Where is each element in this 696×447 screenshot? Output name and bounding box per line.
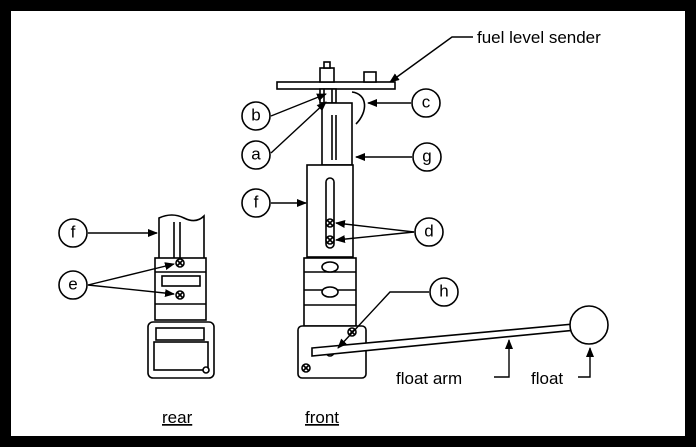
leader-d-upper <box>335 220 415 233</box>
callout-g: g <box>422 147 431 166</box>
callout-h-circle <box>429 277 459 307</box>
callout-f-rear-circle <box>58 218 88 248</box>
label-front: front <box>305 408 339 427</box>
leader-lines <box>87 36 594 378</box>
callout-b: b <box>251 106 260 125</box>
leader-d-lower <box>335 231 415 244</box>
housing-screw <box>301 363 311 373</box>
top-nut <box>319 67 335 83</box>
rear-assembly <box>147 214 215 379</box>
rear-tube <box>158 214 205 258</box>
callout-f-front-circle <box>241 188 271 218</box>
label-fuel-level-sender: fuel level sender <box>477 28 601 47</box>
callout-a: a <box>251 145 261 164</box>
callout-f-front: f <box>254 193 259 212</box>
d-screw-lower <box>325 235 335 245</box>
label-float: float <box>531 369 563 388</box>
upper-tube <box>321 102 353 166</box>
callout-d: d <box>424 222 433 241</box>
callout-g-circle <box>412 142 442 172</box>
adjust-slot <box>325 177 335 249</box>
callouts <box>58 88 459 307</box>
front-assembly <box>276 61 609 379</box>
callout-c-circle <box>411 88 441 118</box>
leader-float-arm <box>494 339 513 378</box>
terminal-nut <box>363 71 377 83</box>
callout-e-circle <box>58 270 88 300</box>
e-screw-upper <box>175 258 185 268</box>
rear-bracket <box>154 257 207 321</box>
e-screw-lower <box>175 290 185 300</box>
leader-e-upper <box>87 262 175 286</box>
sender-wire <box>351 91 366 125</box>
leader-fuel-sender <box>389 36 473 83</box>
leader-b <box>270 93 327 117</box>
label-rear: rear <box>162 408 193 427</box>
label-float-arm: float arm <box>396 369 462 388</box>
callout-d-circle <box>414 217 444 247</box>
callout-h: h <box>439 282 448 301</box>
leader-h <box>337 291 429 349</box>
leader-float <box>578 347 594 378</box>
d-screw-upper <box>325 218 335 228</box>
callout-e: e <box>68 275 77 294</box>
callout-a-circle <box>241 140 271 170</box>
mounting-plate <box>276 81 396 90</box>
callout-f-rear: f <box>71 223 76 242</box>
callout-c: c <box>422 93 431 112</box>
callout-b-circle <box>241 101 271 131</box>
leader-a <box>270 101 327 154</box>
float-ball <box>569 305 609 345</box>
leader-e-lower <box>87 284 175 298</box>
